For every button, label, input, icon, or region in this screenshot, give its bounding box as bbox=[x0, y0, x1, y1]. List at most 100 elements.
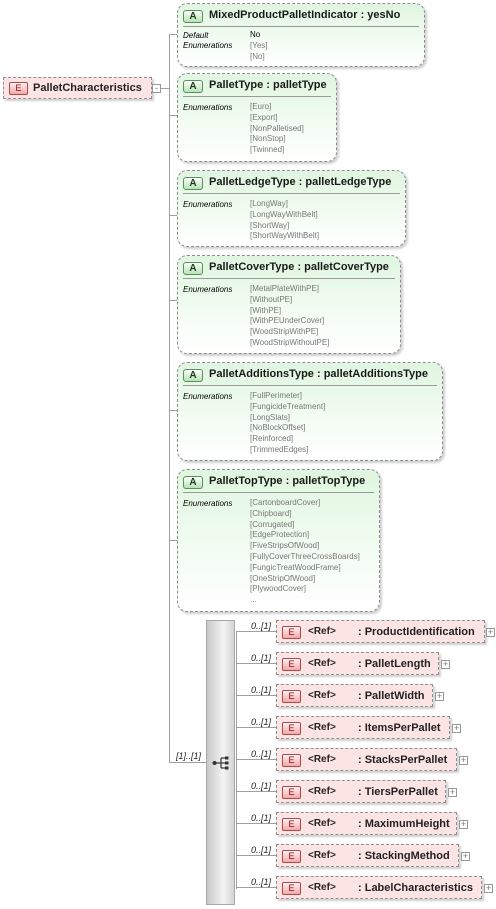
child-element-box[interactable]: E <Ref> : ProductIdentification bbox=[276, 620, 485, 643]
enumerations-label: Enumerations bbox=[183, 41, 233, 50]
attribute-box[interactable]: A PalletAdditionsType : palletAdditionsT… bbox=[177, 362, 443, 461]
attribute-title: MixedProductPalletIndicator : yesNo bbox=[209, 9, 401, 21]
enumeration-values: [MetalPlateWithPE] [WithoutPE] [WithPE] … bbox=[250, 284, 329, 349]
child-element-box[interactable]: E <Ref> : StackingMethod bbox=[276, 844, 459, 867]
occurrence-label: 0..[1] bbox=[251, 685, 272, 695]
enumeration-value: [WoodStripWithPE] bbox=[250, 327, 319, 337]
expand-toggle[interactable]: + bbox=[448, 787, 457, 797]
sequence-child-trunk bbox=[236, 631, 237, 889]
enumeration-value: [EdgeProtection] bbox=[250, 530, 310, 540]
child-connector bbox=[236, 695, 276, 696]
child-connector bbox=[236, 791, 276, 792]
attribute-branch bbox=[169, 540, 178, 541]
divider bbox=[183, 492, 374, 493]
child-connector bbox=[236, 887, 276, 888]
expand-toggle[interactable]: + bbox=[459, 755, 468, 765]
attribute-branch bbox=[169, 410, 178, 411]
enumeration-value: [Yes] bbox=[250, 40, 268, 50]
ref-label: <Ref> bbox=[308, 626, 336, 637]
child-element-box[interactable]: E <Ref> : StacksPerPallet bbox=[276, 748, 457, 771]
enumeration-value: [OneStripOfWood] bbox=[250, 573, 316, 583]
child-element-name: : TiersPerPallet bbox=[358, 786, 438, 798]
attribute-box[interactable]: A PalletTopType : palletTopType Enumerat… bbox=[177, 469, 380, 612]
attribute-title: PalletAdditionsType : palletAdditionsTyp… bbox=[209, 368, 428, 380]
enumeration-value: [TrimmedEdges] bbox=[250, 444, 309, 454]
divider bbox=[183, 26, 419, 27]
child-element-name: : MaximumHeight bbox=[358, 818, 450, 830]
child-connector bbox=[236, 727, 276, 728]
enumeration-value: [FungicTreatWoodFrame] bbox=[250, 562, 341, 572]
ref-label: <Ref> bbox=[308, 818, 336, 829]
element-icon: E bbox=[282, 722, 301, 735]
enumerations-label: Enumerations bbox=[183, 103, 233, 112]
enumeration-values: [LongWay] [LongWayWithBelt] [ShortWay] [… bbox=[250, 199, 319, 242]
enumeration-value: [WithoutPE] bbox=[250, 294, 293, 304]
sequence-branch bbox=[169, 762, 206, 763]
occurrence-label: 0..[1] bbox=[251, 621, 272, 631]
expand-toggle[interactable]: + bbox=[452, 723, 461, 733]
occurrence-label: 0..[1] bbox=[251, 877, 272, 887]
attribute-box[interactable]: A PalletLedgeType : palletLedgeType Enum… bbox=[177, 170, 406, 247]
child-element-name: : PalletLength bbox=[358, 658, 431, 670]
divider bbox=[183, 278, 395, 279]
child-element-name: : StacksPerPallet bbox=[358, 754, 448, 766]
ref-label: <Ref> bbox=[308, 690, 336, 701]
element-icon: E bbox=[282, 658, 301, 671]
expand-toggle[interactable]: + bbox=[486, 627, 495, 637]
attribute-title: PalletTopType : palletTopType bbox=[209, 475, 366, 487]
attribute-box[interactable]: A PalletType : palletType Enumerations [… bbox=[177, 73, 337, 162]
expand-toggle[interactable]: + bbox=[441, 659, 450, 669]
occurrence-label: 0..[1] bbox=[251, 749, 272, 759]
attribute-title: PalletLedgeType : palletLedgeType bbox=[209, 176, 392, 188]
attribute-trunk bbox=[169, 34, 170, 762]
default-label: Default bbox=[183, 31, 209, 40]
enumerations-label: Enumerations bbox=[183, 200, 233, 209]
child-element-box[interactable]: E <Ref> : LabelCharacteristics bbox=[276, 876, 482, 899]
child-element-box[interactable]: E <Ref> : PalletLength bbox=[276, 652, 439, 675]
enumeration-value: [NoBlockOffset] bbox=[250, 423, 306, 433]
child-connector bbox=[236, 631, 276, 632]
sequence-compositor[interactable] bbox=[206, 620, 235, 905]
attribute-title: PalletCoverType : palletCoverType bbox=[209, 261, 389, 273]
expand-toggle[interactable]: + bbox=[484, 883, 493, 893]
child-element-box[interactable]: E <Ref> : MaximumHeight bbox=[276, 812, 457, 835]
enumeration-value: [LongWay] bbox=[250, 199, 288, 208]
root-connector bbox=[160, 88, 169, 89]
attribute-branch bbox=[169, 300, 178, 301]
child-element-box[interactable]: E <Ref> : TiersPerPallet bbox=[276, 780, 446, 803]
occurrence-label: 0..[1] bbox=[251, 653, 272, 663]
enumeration-value: [Reinforced] bbox=[250, 434, 294, 444]
element-icon: E bbox=[282, 690, 301, 703]
enumeration-value: [FullyCoverThreeCrossBoards] bbox=[250, 551, 360, 561]
element-icon: E bbox=[282, 818, 301, 831]
attribute-box[interactable]: A MixedProductPalletIndicator : yesNo De… bbox=[177, 3, 425, 67]
enumeration-value: [FungicideTreatment] bbox=[250, 401, 326, 411]
child-element-name: : ItemsPerPallet bbox=[358, 722, 441, 734]
attribute-branch bbox=[169, 34, 178, 35]
expand-toggle[interactable]: + bbox=[461, 851, 470, 861]
child-element-name: : StackingMethod bbox=[358, 850, 450, 862]
enumerations-label: Enumerations bbox=[183, 499, 233, 508]
collapse-toggle[interactable]: - bbox=[152, 84, 161, 93]
root-element-box[interactable]: E PalletCharacteristics bbox=[3, 77, 152, 99]
attribute-box[interactable]: A PalletCoverType : palletCoverType Enum… bbox=[177, 255, 401, 354]
divider bbox=[183, 385, 437, 386]
child-element-box[interactable]: E <Ref> : PalletWidth bbox=[276, 684, 433, 707]
child-element-name: : LabelCharacteristics bbox=[358, 882, 473, 894]
expand-toggle[interactable]: + bbox=[459, 819, 468, 829]
attribute-icon: A bbox=[183, 369, 203, 382]
occurrence-label: 0..[1] bbox=[251, 717, 272, 727]
default-value: No bbox=[250, 30, 261, 39]
divider bbox=[183, 193, 400, 194]
enumeration-values: [FullPerimeter] [FungicideTreatment] [Lo… bbox=[250, 391, 325, 456]
child-element-name: : ProductIdentification bbox=[358, 626, 475, 638]
expand-toggle[interactable]: + bbox=[435, 691, 444, 701]
enumeration-values: No [Yes] [No] bbox=[250, 30, 268, 62]
enumeration-values: [Euro] [Export] [NonPalletised] [NonStop… bbox=[250, 102, 304, 156]
occurrence-label: 0..[1] bbox=[251, 781, 272, 791]
element-icon: E bbox=[282, 850, 301, 863]
child-connector bbox=[236, 855, 276, 856]
child-element-box[interactable]: E <Ref> : ItemsPerPallet bbox=[276, 716, 450, 739]
enumeration-value: [FiveStripsOfWood] bbox=[250, 541, 320, 551]
enumeration-value: [FullPerimeter] bbox=[250, 391, 303, 400]
